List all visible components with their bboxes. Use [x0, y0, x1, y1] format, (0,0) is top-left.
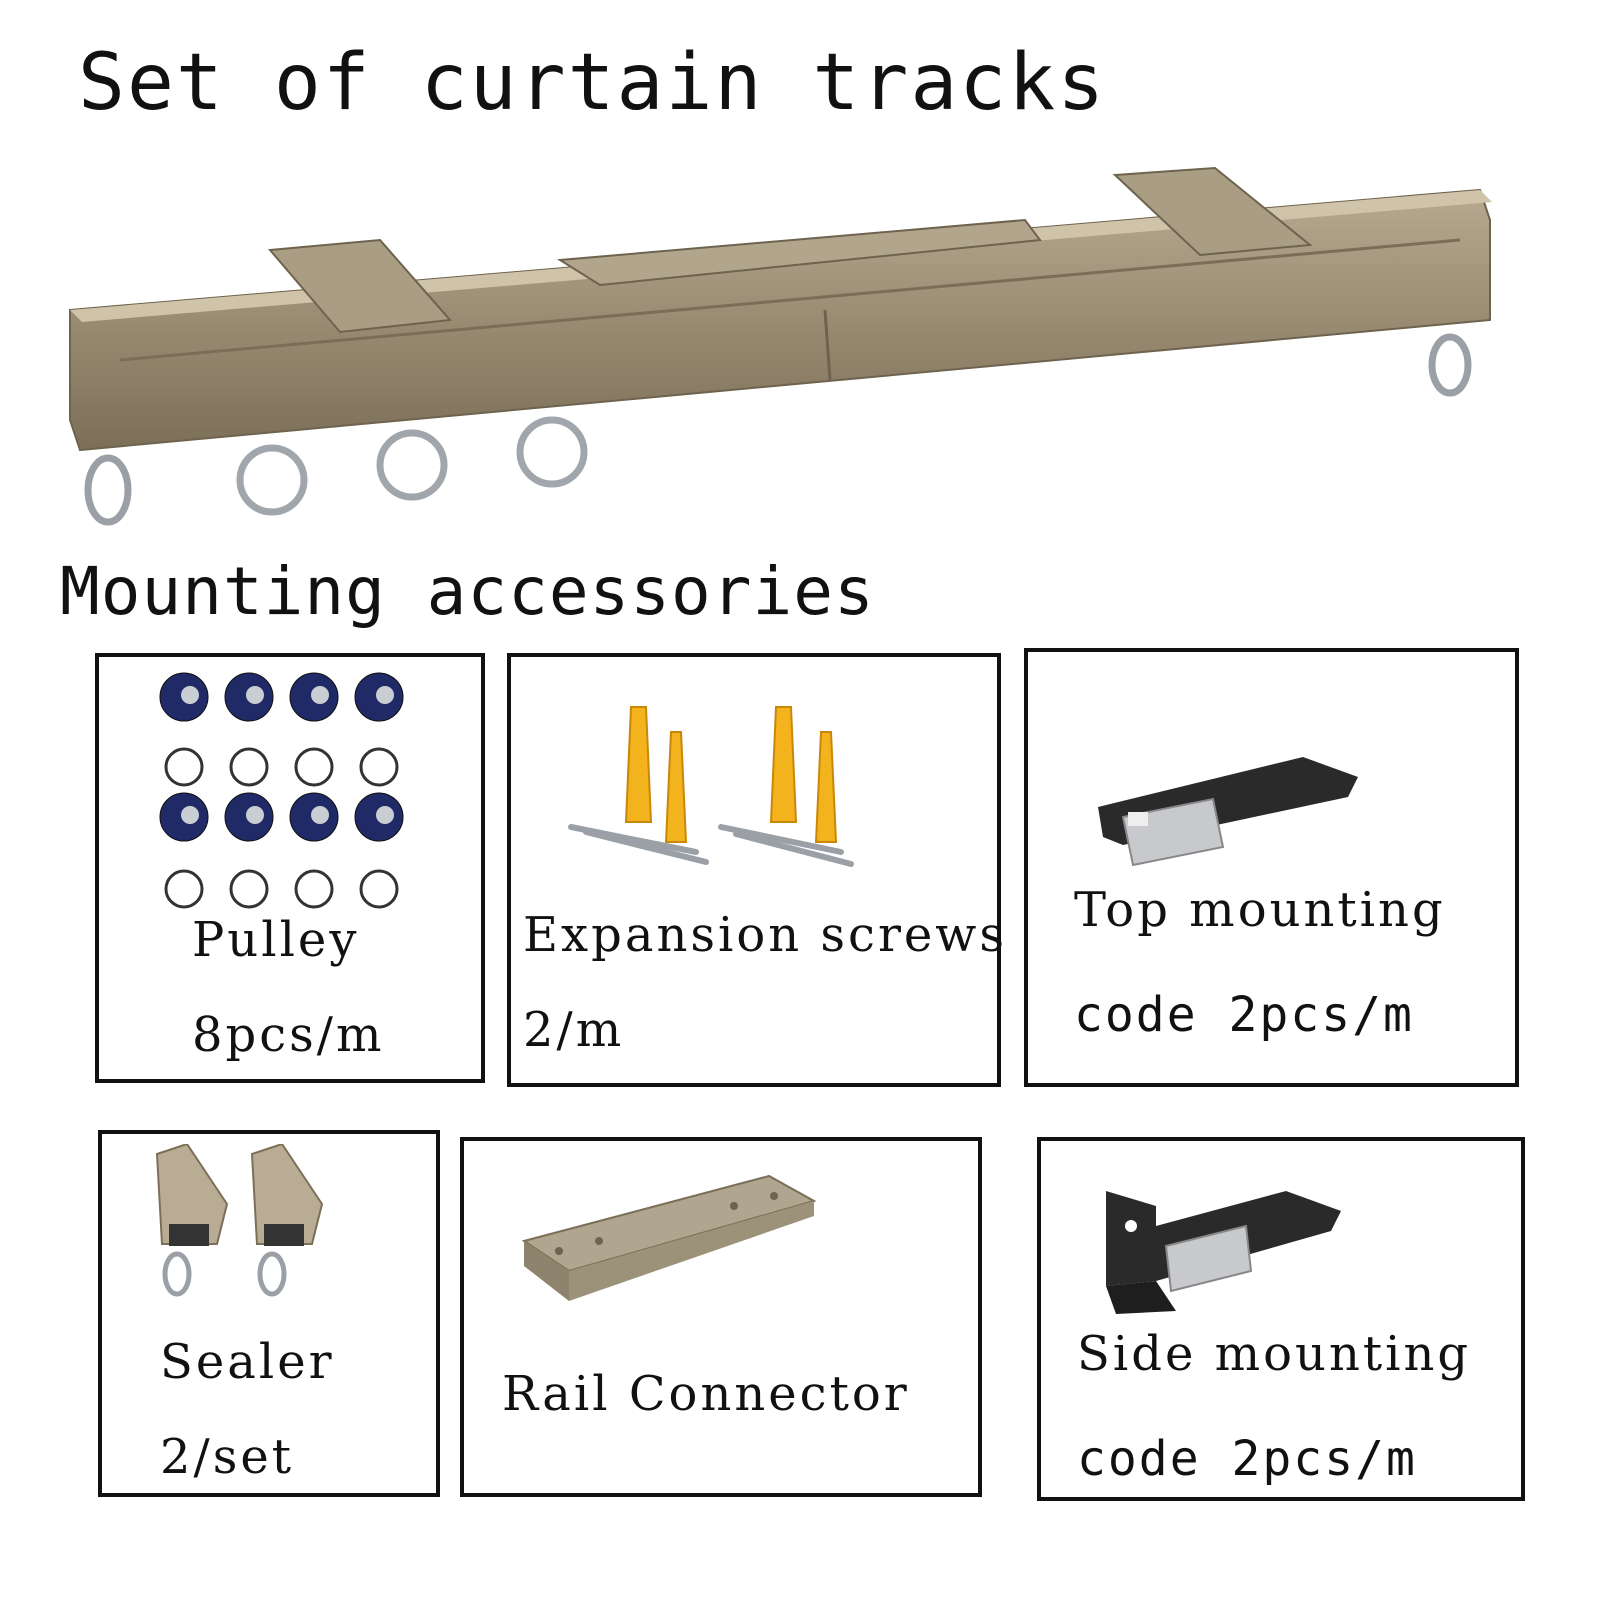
curtain-track-image — [69, 166, 1492, 526]
page-title: Set of curtain tracks — [78, 38, 1107, 128]
top-mounting-qty: code 2pcs/m — [1074, 987, 1414, 1043]
top-mounting-image — [1098, 757, 1358, 867]
side-mounting-qty: code 2pcs/m — [1077, 1431, 1417, 1487]
pulley-qty: 8pcs/m — [192, 1007, 385, 1063]
expansion-screws-card: Expansion screws 2/m — [507, 653, 1004, 1087]
rail-connector-image — [521, 1174, 817, 1301]
top-mounting-card: Top mounting code 2pcs/m — [1024, 648, 1519, 1087]
rail-connector-label: Rail Connector — [502, 1366, 910, 1422]
sealer-card: Sealer 2/set — [98, 1130, 440, 1497]
expansion-screws-image — [568, 706, 854, 867]
sealer-image — [155, 1144, 324, 1297]
pulley-card: Pulley 8pcs/m — [95, 653, 485, 1083]
sealer-qty: 2/set — [160, 1429, 295, 1485]
expansion-screws-label: Expansion screws — [523, 907, 1008, 963]
pulley-label: Pulley — [192, 912, 360, 968]
rail-connector-card: Rail Connector — [460, 1137, 982, 1497]
top-mounting-label: Top mounting — [1074, 882, 1446, 938]
pulley-image — [159, 672, 404, 909]
side-mounting-image — [1106, 1191, 1341, 1314]
side-mounting-card: Side mounting code 2pcs/m — [1037, 1137, 1525, 1501]
section-title: Mounting accessories — [60, 553, 875, 630]
sealer-label: Sealer — [160, 1334, 335, 1390]
side-mounting-label: Side mounting — [1077, 1326, 1472, 1382]
expansion-screws-qty: 2/m — [523, 1002, 625, 1058]
